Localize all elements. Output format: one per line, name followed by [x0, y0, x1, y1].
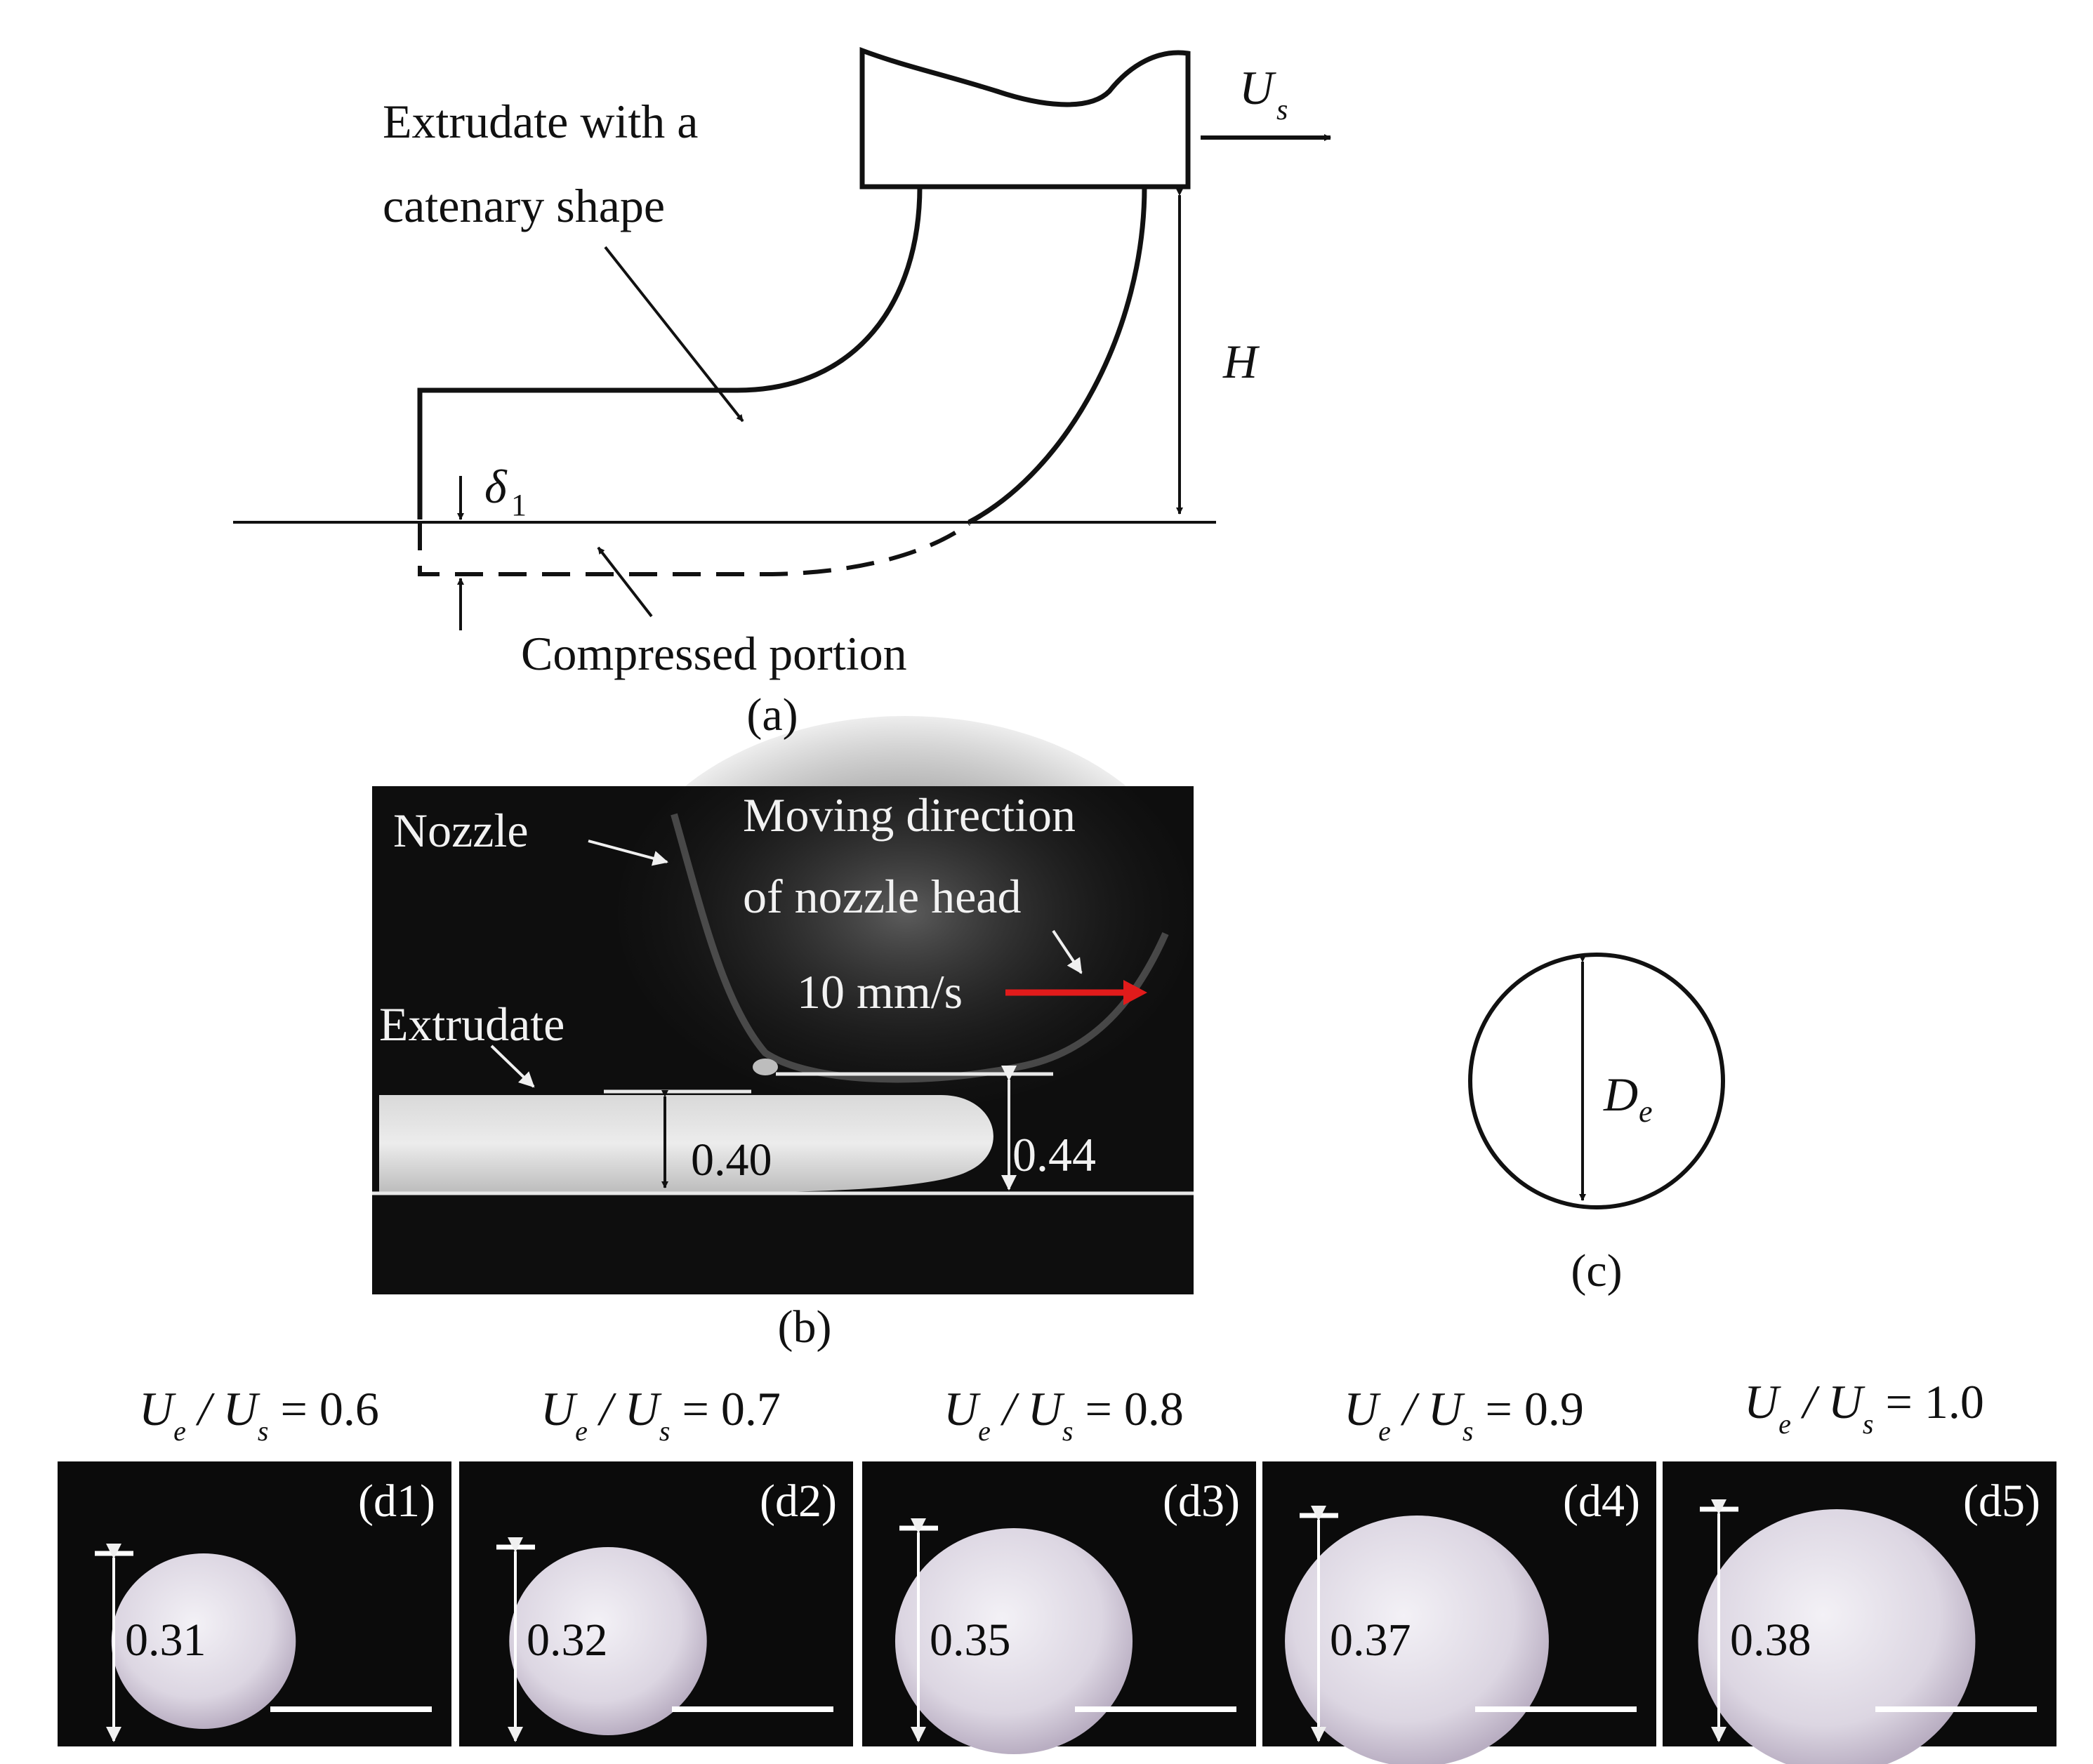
nozzle-tip [753, 1059, 778, 1075]
tag-d2: (d2) [760, 1475, 837, 1527]
speed-label: 10 mm/s [797, 965, 963, 1019]
extrudate-label-line2: catenary shape [383, 179, 665, 232]
value-d4: 0.37 [1330, 1614, 1411, 1666]
panel-c: D e (c) [1468, 953, 1725, 1297]
tag-d4: (d4) [1563, 1475, 1640, 1527]
value-d1: 0.31 [125, 1614, 206, 1666]
ratio-label-d1: Ue / Us = 0.6 [139, 1382, 379, 1447]
ratio-label-d2: Ue / Us = 0.7 [541, 1382, 781, 1447]
cross-section-circle [1468, 953, 1725, 1209]
nozzle-head-shape [859, 46, 1191, 190]
extrudate-label-line1: Extrudate with a [383, 95, 698, 148]
droplet-d4 [1285, 1516, 1549, 1764]
h-label: H [1222, 335, 1260, 388]
caption-b: (b) [778, 1301, 832, 1353]
caption-c: (c) [1571, 1245, 1622, 1297]
moving-pointer [1052, 929, 1083, 974]
de-label: D [1603, 1068, 1638, 1121]
panel-a: Extrudate with a catenary shape U s H δ … [233, 46, 1331, 741]
panel-d: (d1) 0.31 Ue / Us = 0.6 (d2) 0.32 Ue / Us = 0… [55, 1375, 2059, 1764]
droplet-d3 [894, 1528, 1133, 1754]
speed-arrow-head [1123, 980, 1147, 1005]
compressed-portion-dashed [418, 522, 970, 576]
value-d3: 0.35 [930, 1614, 1011, 1666]
moving-label-line2: of nozzle head [743, 870, 1021, 923]
tag-d5: (d5) [1963, 1475, 2040, 1527]
tag-d3: (d3) [1163, 1475, 1240, 1527]
de-label-sub: e [1639, 1094, 1653, 1129]
extrudate-label-b: Extrudate [379, 997, 564, 1051]
extrudate-pointer-b [490, 1045, 535, 1088]
ratio-label-d5: Ue / Us = 1.0 [1744, 1375, 1984, 1440]
value-d2: 0.32 [527, 1614, 608, 1666]
extrudate-pointer-arrow [604, 246, 744, 423]
us-label: U [1239, 61, 1276, 114]
caption-a: (a) [746, 689, 798, 741]
compressed-label: Compressed portion [521, 627, 907, 680]
droplet-d2 [509, 1547, 707, 1735]
ratio-label-d4: Ue / Us = 0.9 [1344, 1382, 1584, 1447]
delta-label: δ [484, 460, 508, 513]
extrudate-body [379, 1095, 993, 1192]
droplet-d1 [111, 1553, 296, 1729]
moving-label-line1: Moving direction [743, 788, 1076, 842]
value-040: 0.40 [691, 1134, 772, 1186]
us-label-sub: s [1276, 94, 1288, 126]
delta-label-sub: 1 [511, 488, 527, 522]
nozzle-fog [618, 716, 1194, 1109]
nozzle-label: Nozzle [393, 804, 529, 857]
droplet-d5 [1698, 1509, 1976, 1764]
ratio-label-d3: Ue / Us = 0.8 [944, 1382, 1184, 1447]
compressed-pointer-arrow [597, 546, 653, 618]
value-044: 0.44 [1012, 1128, 1096, 1181]
tag-d1: (d1) [358, 1475, 435, 1527]
extrudate-outer-curve [968, 186, 1147, 525]
nozzle-silhouette [671, 813, 1169, 1083]
value-d5: 0.38 [1730, 1614, 1811, 1666]
nozzle-pointer [588, 840, 668, 866]
extrudate-inner-curve [417, 186, 923, 519]
panel-b: Nozzle Moving direction of nozzle head 1… [372, 716, 1194, 1353]
